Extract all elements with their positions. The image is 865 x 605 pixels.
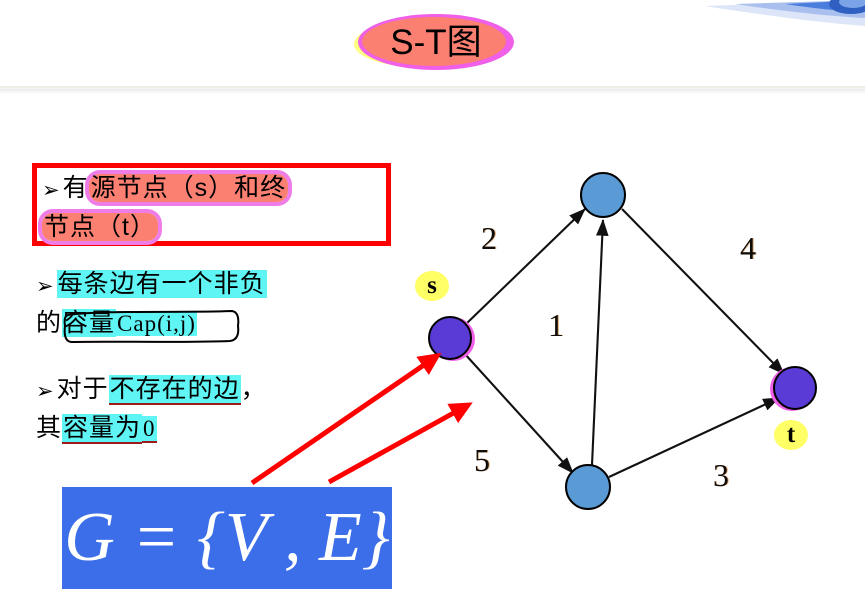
bullet-3-highlight-latin: 0: [142, 416, 157, 443]
bullet-item-3: ➢对于不存在的边， 其容量为0: [36, 371, 406, 447]
node-b: [565, 464, 611, 510]
edge-weight-a-t: 4: [740, 230, 756, 266]
corner-swoosh-decoration: [705, 0, 865, 26]
bullet-marker-icon: ➢: [42, 178, 61, 202]
bullet-1-highlight-a: 源节点（s）和终: [88, 174, 289, 202]
node-t: [773, 366, 817, 410]
node-s-halo: [431, 317, 475, 361]
title-text: S-T图: [390, 23, 482, 62]
bullet-item-1: ➢有源节点（s）和终 节点（t）: [42, 170, 387, 246]
bullet-item-2: ➢每条边有一个非负 的容量Cap(i,j): [36, 266, 406, 344]
bullet-2-highlight-latin: Cap(i,j): [116, 311, 197, 336]
bullet-3-plain-a: 对于: [56, 375, 109, 403]
bullet-3-highlight-a: 不存在的边: [108, 375, 241, 405]
edge-weight-s-a: 2: [481, 220, 497, 256]
title-divider-shadow: [0, 89, 865, 94]
slide-title: S-T图: [352, 12, 520, 74]
edge-weight-s-b: 5: [474, 442, 490, 478]
edge-b-a: [590, 218, 609, 466]
bullet-3-plain-b: 其: [36, 414, 63, 442]
formula-text: G = {V , E}: [64, 499, 390, 576]
title-highlight-salmon: [362, 17, 506, 66]
bullet-marker-icon: ➢: [36, 274, 55, 298]
bullet-1-plain: 有: [62, 174, 89, 202]
bullet-1-highlight-b: 节点（t）: [42, 213, 158, 241]
formula-box: G = {V , E}: [62, 487, 392, 589]
graph-edges: [463, 208, 785, 478]
edge-a-t: [621, 208, 785, 375]
edge-weight-b-a: 1: [548, 307, 564, 343]
node-t-halo: [770, 367, 814, 411]
edge-b-t: [608, 397, 780, 478]
node-s: [428, 316, 472, 360]
bullet-2-highlight-b: 容量: [62, 309, 117, 337]
title-divider: [0, 86, 865, 89]
bullet-3-tail: ，: [240, 375, 267, 403]
bullet-2-plain: 的: [36, 309, 63, 337]
node-label-s: s: [415, 271, 449, 301]
edge-weight-b-t: 3: [713, 457, 729, 493]
node-a: [580, 172, 626, 218]
bullet-marker-icon: ➢: [36, 379, 55, 403]
node-label-t: t: [774, 420, 808, 450]
bullet-2-highlight-a: 每条边有一个非负: [56, 270, 267, 298]
bullet-3-highlight-b: 容量为: [62, 414, 143, 444]
